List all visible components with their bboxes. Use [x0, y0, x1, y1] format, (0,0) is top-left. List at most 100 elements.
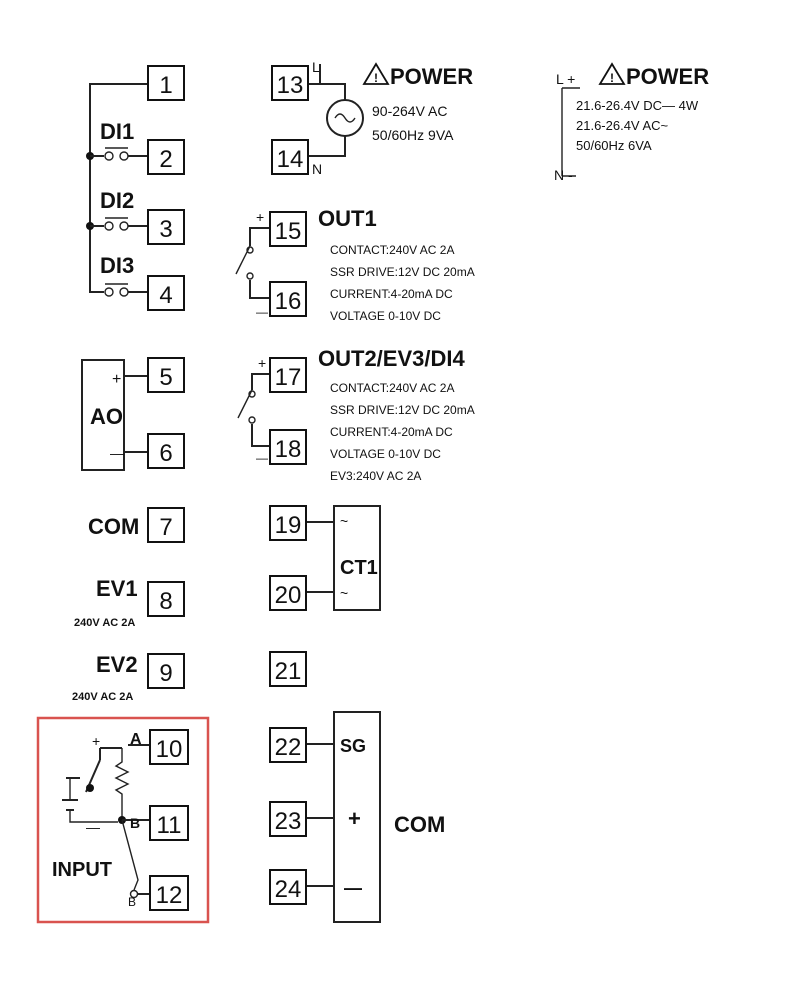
out1-title: OUT1 — [318, 206, 377, 231]
input-minus: — — [86, 819, 100, 835]
terminal-6: 6 — [147, 433, 185, 469]
terminal-22: 22 — [269, 727, 307, 763]
power-spec-2: 50/60Hz 9VA — [372, 127, 454, 143]
svg-text:5: 5 — [159, 364, 172, 391]
out1-plus: + — [256, 209, 264, 225]
di3-label: DI3 — [100, 253, 134, 278]
terminal-24: 24 — [269, 869, 307, 905]
input-a-label: A — [130, 731, 142, 748]
power-l-label: L — [312, 59, 320, 75]
out2-minus: — — [256, 451, 268, 465]
out2-section: + — OUT2/EV3/DI4 CONTACT:240V AC 2A SSR … — [237, 346, 475, 483]
comm-section: SG + — COM — [306, 711, 445, 923]
comm-minus: — — [344, 878, 362, 898]
power-dc-n: N - — [554, 167, 573, 183]
terminal-1: 1 — [147, 65, 185, 101]
terminal-13: 13 — [271, 65, 309, 101]
out1-spec-4: VOLTAGE 0-10V DC — [330, 309, 441, 323]
out2-spec-5: EV3:240V AC 2A — [330, 469, 421, 483]
terminal-7: 7 — [147, 507, 185, 543]
terminal-5: 5 — [147, 357, 185, 393]
svg-text:7: 7 — [159, 514, 172, 541]
svg-text:!: ! — [610, 71, 614, 85]
terminal-4: 4 — [147, 275, 185, 311]
input-b-label: B — [130, 815, 140, 831]
ev1-label: EV1 — [96, 576, 138, 601]
out2-spec-3: CURRENT:4-20mA DC — [330, 425, 453, 439]
svg-text:6: 6 — [159, 440, 172, 467]
terminal-14: 14 — [271, 139, 309, 175]
terminal-2: 2 — [147, 139, 185, 175]
comm-label: COM — [394, 812, 445, 837]
input-b2-label: B — [128, 895, 136, 909]
terminal-16: 16 — [269, 281, 307, 317]
terminal-3: 3 — [147, 209, 185, 245]
ct1-t2: ~ — [340, 585, 348, 601]
comm-plus: + — [348, 806, 361, 831]
power-dc-spec-2: 21.6-26.4V AC~ — [576, 118, 669, 133]
out2-spec-1: CONTACT:240V AC 2A — [330, 381, 455, 395]
power-ac-section: L N ! POWER 90-264V AC 50/60Hz 9VA — [308, 59, 473, 177]
svg-text:12: 12 — [156, 882, 183, 909]
svg-text:13: 13 — [277, 72, 304, 99]
svg-text:21: 21 — [275, 658, 302, 685]
terminal-19: 19 — [269, 505, 307, 541]
terminal-15: 15 — [269, 211, 307, 247]
svg-text:16: 16 — [275, 288, 302, 315]
ao-block: AO + — — [81, 359, 148, 471]
svg-text:15: 15 — [275, 218, 302, 245]
ev2-label: EV2 — [96, 652, 138, 677]
svg-text:9: 9 — [159, 660, 172, 687]
out1-section: + — OUT1 CONTACT:240V AC 2A SSR DRIVE:12… — [235, 206, 475, 323]
terminal-21: 21 — [269, 651, 307, 687]
out2-spec-2: SSR DRIVE:12V DC 20mA — [330, 403, 475, 417]
input-label: INPUT — [52, 859, 112, 881]
svg-text:11: 11 — [157, 812, 182, 839]
power-dc-l: L + — [556, 71, 575, 87]
svg-text:10: 10 — [156, 736, 183, 763]
svg-text:20: 20 — [275, 582, 302, 609]
out1-spec-1: CONTACT:240V AC 2A — [330, 243, 455, 257]
out2-spec-4: VOLTAGE 0-10V DC — [330, 447, 441, 461]
com7-label: COM — [88, 514, 139, 539]
svg-text:18: 18 — [275, 436, 302, 463]
input-highlight-box — [36, 716, 210, 924]
power-n-label: N — [312, 161, 322, 177]
ao-label: AO — [90, 404, 123, 429]
power-title: POWER — [390, 64, 473, 89]
power-dc-spec-3: 50/60Hz 6VA — [576, 138, 652, 153]
svg-text:8: 8 — [159, 588, 172, 615]
terminal-12: 12 — [149, 875, 189, 911]
svg-text:3: 3 — [159, 216, 172, 243]
warning-icon: ! — [362, 62, 390, 85]
ct1-section: CT1 ~ ~ — [306, 505, 381, 611]
svg-text:14: 14 — [277, 146, 304, 173]
svg-text:!: ! — [374, 71, 378, 85]
out1-spec-3: CURRENT:4-20mA DC — [330, 287, 453, 301]
out1-spec-2: SSR DRIVE:12V DC 20mA — [330, 265, 475, 279]
terminal-11: 11 — [149, 805, 189, 841]
power-dc-title: POWER — [626, 64, 709, 89]
di1-label: DI1 — [100, 119, 134, 144]
di2-label: DI2 — [100, 188, 134, 213]
ev2-rating: 240V AC 2A — [72, 691, 133, 703]
di-section: DI1 DI2 DI3 — [86, 83, 148, 297]
warning-icon: ! — [598, 62, 626, 85]
comm-sg: SG — [340, 736, 366, 756]
terminal-17: 17 — [269, 357, 307, 393]
svg-text:23: 23 — [275, 808, 302, 835]
svg-text:1: 1 — [159, 72, 172, 99]
ct1-label: CT1 — [340, 557, 378, 579]
ao-minus: — — [110, 445, 124, 461]
terminal-23: 23 — [269, 801, 307, 837]
out2-title: OUT2/EV3/DI4 — [318, 346, 465, 371]
terminal-9: 9 — [147, 653, 185, 689]
svg-text:24: 24 — [275, 876, 302, 903]
out2-plus: + — [258, 355, 266, 371]
input-section: + — A B B INPUT — [36, 716, 210, 924]
svg-text:4: 4 — [159, 282, 172, 309]
terminal-18: 18 — [269, 429, 307, 465]
power-dc-section: L + N - ! POWER 21.6-26.4V DC— 4W 21.6-2… — [554, 62, 709, 183]
svg-text:22: 22 — [275, 734, 302, 761]
svg-text:19: 19 — [275, 512, 302, 539]
